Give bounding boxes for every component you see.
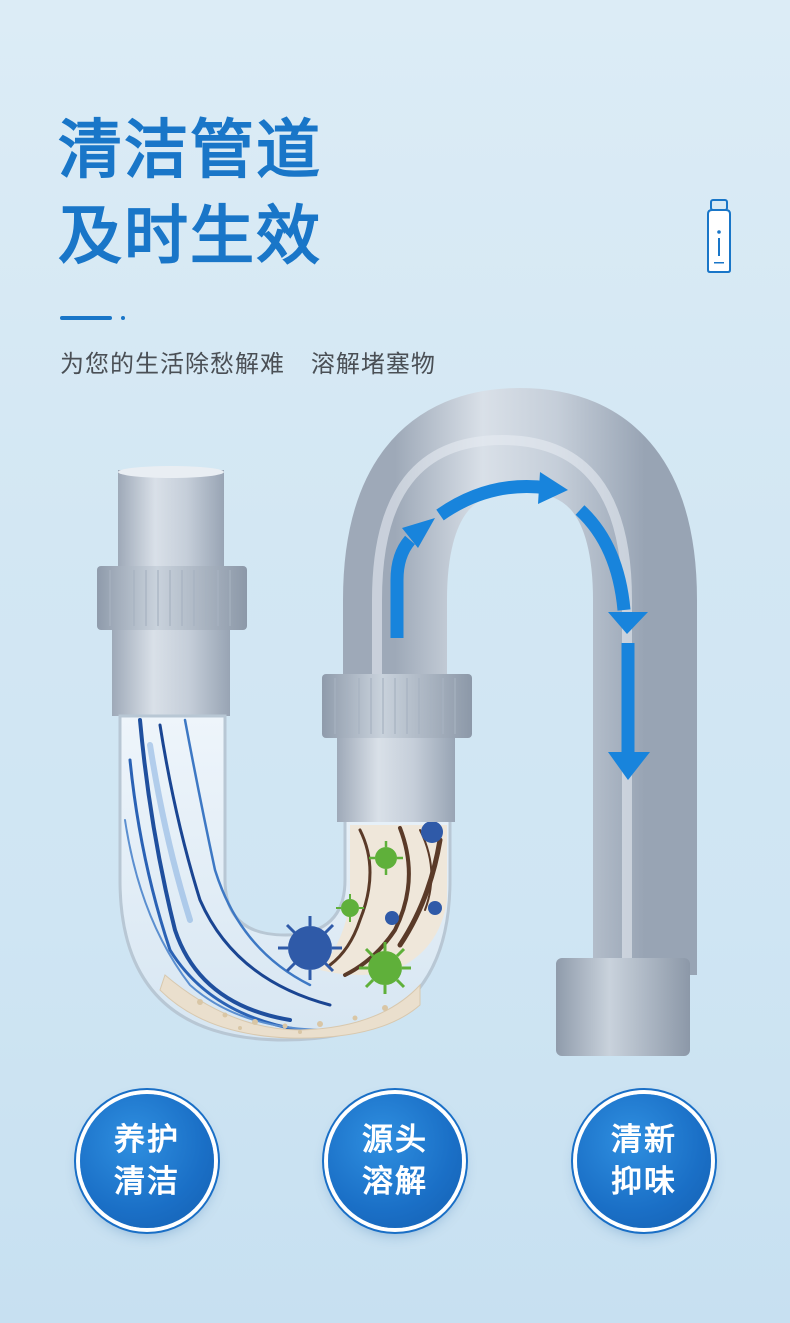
badge-fresh-deodorize-line-2: 抑味 [611, 1164, 677, 1200]
virus-icon [278, 821, 443, 994]
right-nut [322, 674, 472, 738]
badge-source-dissolve-line-2: 溶解 [362, 1164, 428, 1200]
badge-fresh-deodorize-line-1: 清新 [611, 1122, 677, 1158]
badge-care-clean: 养护 清洁 [80, 1094, 214, 1228]
top-inlet [118, 470, 224, 570]
badge-source-dissolve-line-1: 源头 [362, 1122, 428, 1158]
badge-fresh-deodorize: 清新 抑味 [577, 1094, 711, 1228]
badge-care-clean-line-1: 养护 [114, 1122, 180, 1158]
badge-source-dissolve: 源头 溶解 [328, 1094, 462, 1228]
headline-line-1: 清洁管道 [58, 114, 322, 188]
flow-arrow-icon [390, 480, 635, 760]
badge-care-clean-line-2: 清洁 [114, 1164, 180, 1200]
left-nut [97, 566, 247, 630]
bottom-collar [556, 958, 690, 1056]
accent-line [60, 316, 112, 320]
accent-dot [121, 316, 125, 320]
headline-line-2: 及时生效 [58, 200, 322, 274]
headline: 清洁管道 及时生效 [58, 108, 322, 280]
subtitle: 为您的生活除愁解难 溶解堵塞物 [60, 350, 436, 378]
bottle-icon [707, 199, 731, 273]
